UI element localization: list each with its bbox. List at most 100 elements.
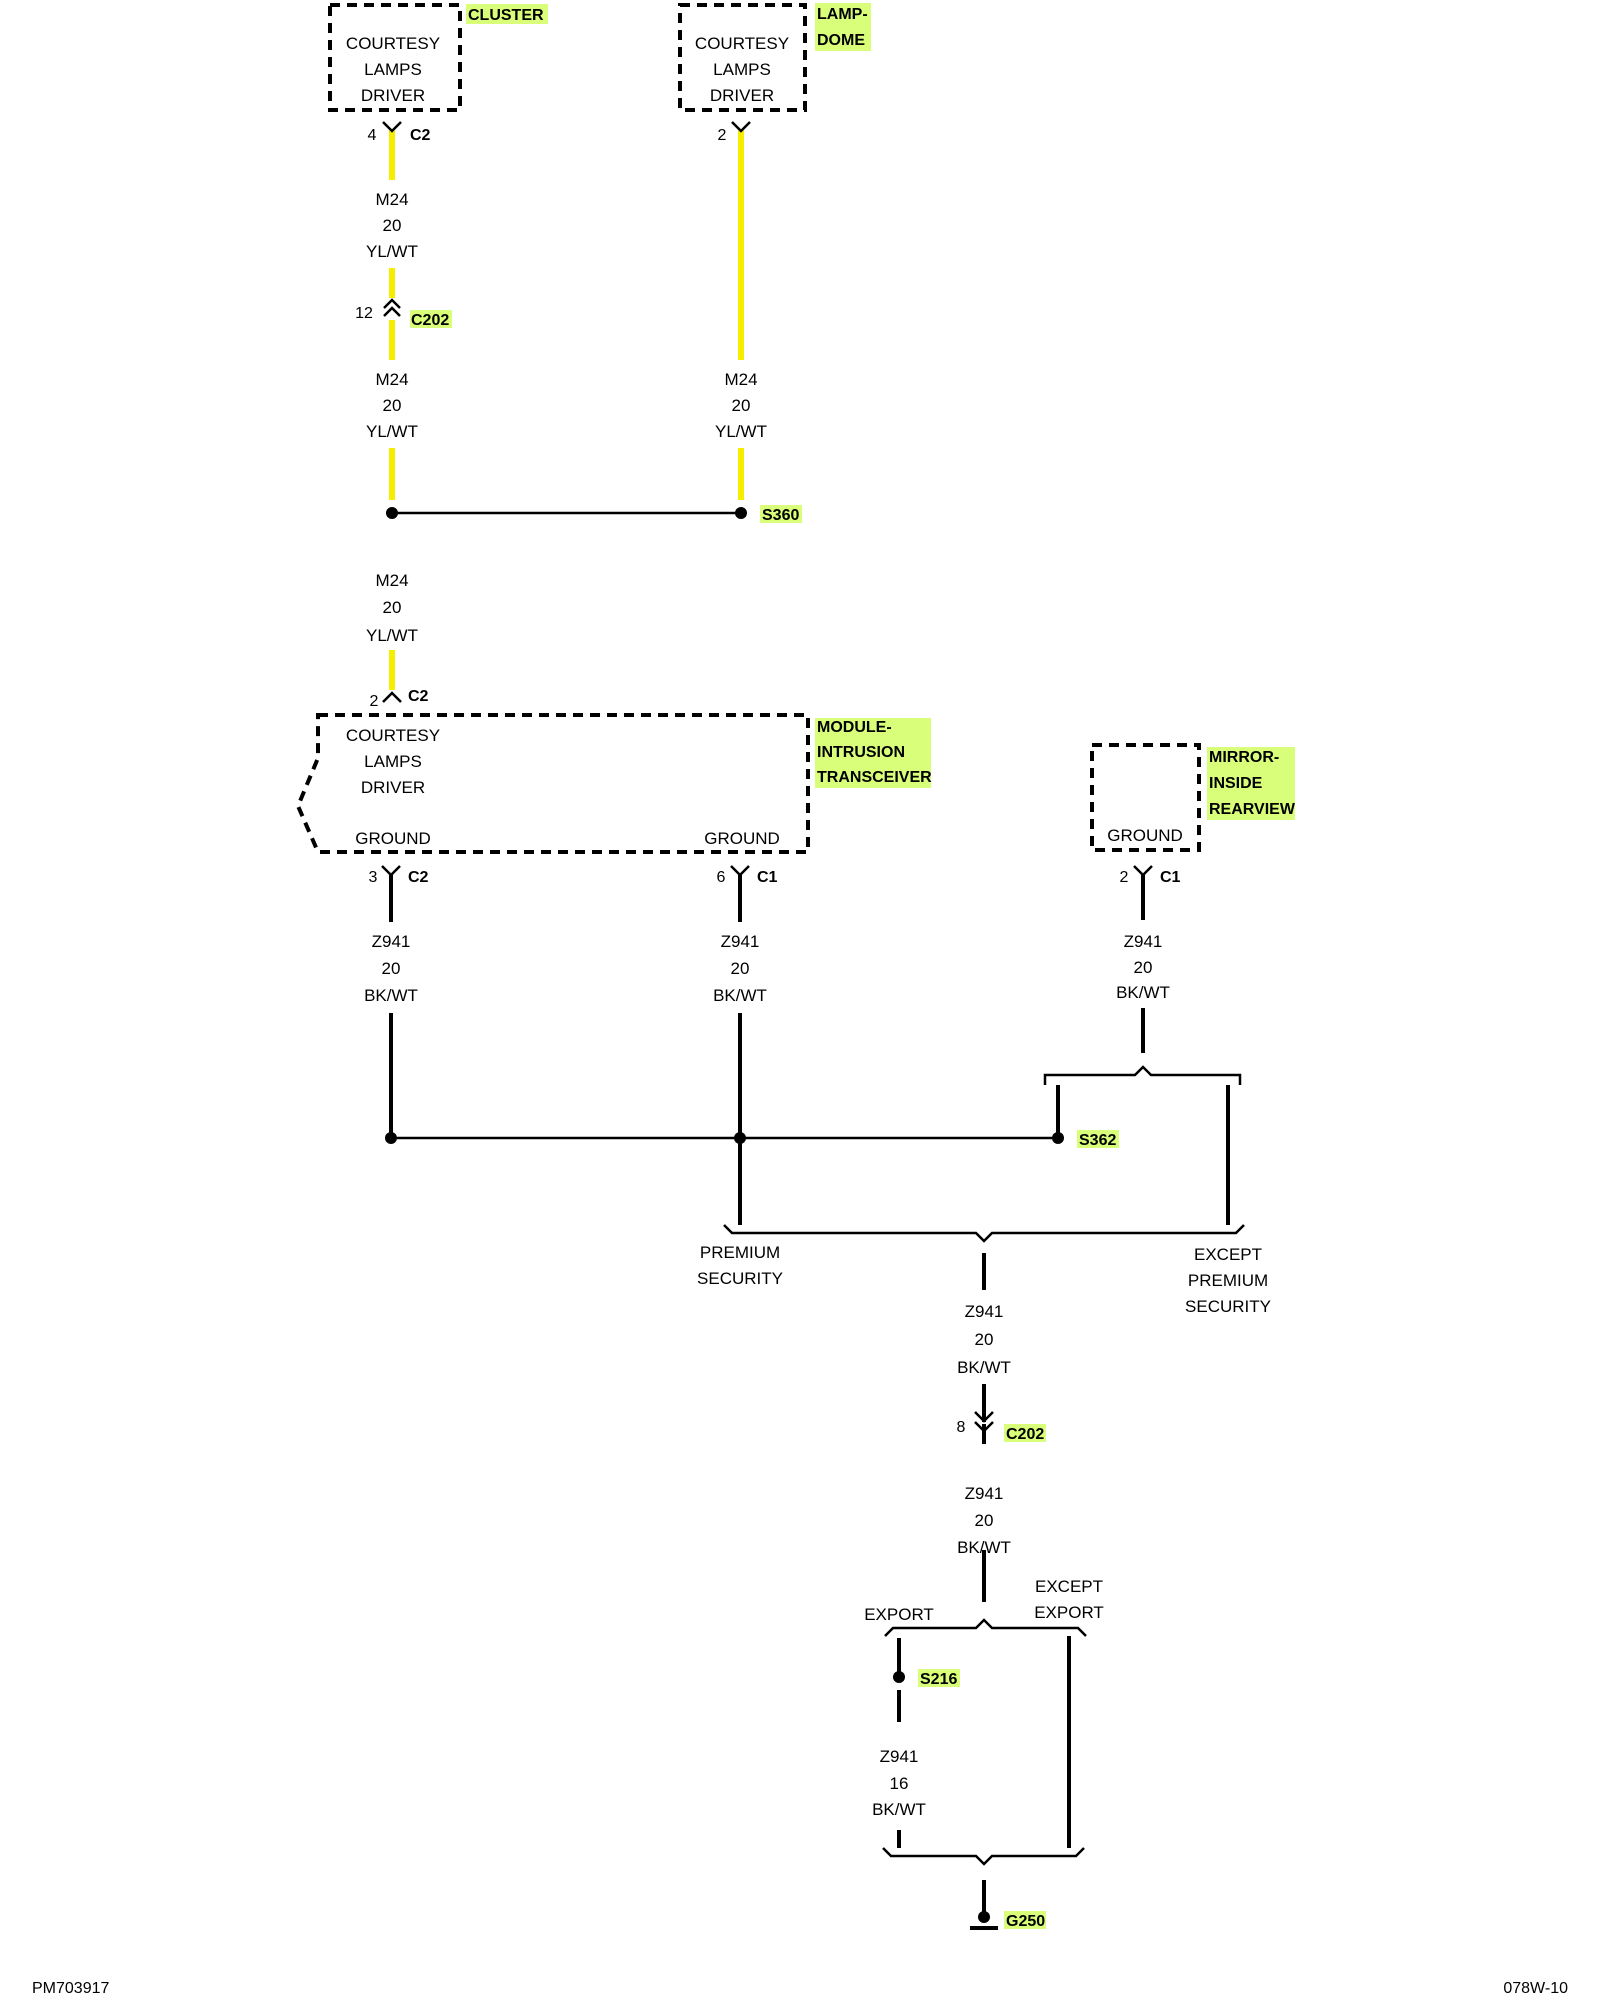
cluster-label-2: LAMPS: [364, 60, 422, 79]
wire-color: YL/WT: [366, 626, 418, 645]
z941-circuit[interactable]: [389, 875, 1230, 1918]
splice-dot: [385, 1132, 397, 1144]
mirror-name-1: MIRROR-: [1209, 749, 1279, 766]
mirror-connector: C1: [1160, 869, 1181, 886]
mirror-name-3: REARVIEW: [1209, 801, 1296, 818]
mirror-ground: GROUND: [1107, 826, 1183, 845]
wire-color: BK/WT: [713, 986, 767, 1005]
module-intrusion-component[interactable]: COURTESY LAMPS DRIVER GROUND GROUND MODU…: [295, 713, 932, 854]
m24-label-d: M24 20 YL/WT: [366, 571, 418, 645]
wire-gauge: 20: [731, 959, 750, 978]
wire-color: BK/WT: [872, 1800, 926, 1819]
except-line-3: SECURITY: [1185, 1297, 1271, 1316]
wire-circuit: Z941: [880, 1747, 919, 1766]
module-label-3: DRIVER: [361, 778, 425, 797]
z941-label-a: Z941 20 BK/WT: [364, 932, 418, 1005]
mirror-name-highlight: [1207, 747, 1295, 820]
wire-gauge: 20: [383, 396, 402, 415]
z941-label-e: Z941 20 BK/WT: [957, 1484, 1011, 1557]
wire-color: BK/WT: [1116, 983, 1170, 1002]
cluster-label-3: DRIVER: [361, 86, 425, 105]
pin-female-icon: [382, 121, 402, 133]
connector-arrow-icon: [974, 1421, 994, 1433]
except-export-line-2: EXPORT: [1034, 1603, 1104, 1622]
wire-circuit: Z941: [372, 932, 411, 951]
s360-label: S360: [762, 507, 799, 524]
cluster-component[interactable]: COURTESY LAMPS DRIVER CLUSTER: [328, 3, 548, 112]
s362-highlight: [1077, 1130, 1119, 1148]
wire-color: BK/WT: [364, 986, 418, 1005]
module-g2-connector: C1: [757, 869, 778, 886]
mirror-pin-number: 2: [1120, 869, 1129, 886]
lamp-dome-box: [678, 3, 807, 112]
ground-dot: [978, 1911, 990, 1923]
cluster-label-1: COURTESY: [346, 34, 440, 53]
module-top-pin: 2 C2: [370, 688, 429, 710]
page-code: 078W-10: [1503, 1980, 1568, 1997]
lamp-dome-component[interactable]: COURTESY LAMPS DRIVER LAMP- DOME: [678, 3, 871, 112]
splice-dot: [386, 507, 398, 519]
premium-security-label: PREMIUM SECURITY: [697, 1243, 783, 1288]
mirror-component[interactable]: GROUND MIRROR- INSIDE REARVIEW: [1090, 743, 1296, 852]
lamp-dome-pin: 2: [718, 121, 751, 144]
s360-splice[interactable]: S360: [386, 505, 802, 524]
wire-circuit: Z941: [721, 932, 760, 951]
c202-top-connector[interactable]: 12 C202: [355, 298, 452, 329]
splice-dot: [893, 1671, 905, 1683]
cluster-pin: 4 C2: [368, 121, 431, 144]
g250-label: G250: [1006, 1913, 1045, 1930]
wire-gauge: 20: [1134, 958, 1153, 977]
mirror-pin: 2 C1: [1120, 865, 1181, 886]
wire-circuit: M24: [375, 571, 408, 590]
mirror-box: [1090, 743, 1201, 852]
z941-label-b: Z941 20 BK/WT: [713, 932, 767, 1005]
c202-bottom-highlight: [1004, 1424, 1046, 1442]
export-label: EXPORT: [864, 1605, 934, 1624]
wire-gauge: 20: [383, 216, 402, 235]
m24-label-c: M24 20 YL/WT: [715, 370, 767, 441]
s216-splice[interactable]: S216: [893, 1669, 960, 1688]
pin-male-icon: [382, 691, 402, 703]
except-line-2: PREMIUM: [1188, 1271, 1268, 1290]
z941-label-d: Z941 20 BK/WT: [957, 1302, 1011, 1377]
module-name-2: INTRUSION: [817, 744, 905, 761]
module-ground-right: GROUND: [704, 829, 780, 848]
module-name-3: TRANSCEIVER: [817, 769, 932, 786]
wire-color: YL/WT: [366, 242, 418, 261]
module-label-2: LAMPS: [364, 752, 422, 771]
diagram-id: PM703917: [32, 1980, 109, 1997]
c202-bottom-connector[interactable]: 8 C202: [957, 1384, 1046, 1443]
lamp-dome-name-2: DOME: [817, 32, 865, 49]
security-option-brace: [723, 1224, 1245, 1243]
m24-label-a: M24 20 YL/WT: [366, 190, 418, 261]
lamp-dome-name-1: LAMP-: [817, 6, 868, 23]
z941-label-c: Z941 20 BK/WT: [1116, 932, 1170, 1002]
lamp-dome-label-1: COURTESY: [695, 34, 789, 53]
except-export-line-1: EXCEPT: [1035, 1577, 1103, 1596]
wire-circuit: Z941: [965, 1484, 1004, 1503]
except-premium-security-label: EXCEPT PREMIUM SECURITY: [1185, 1245, 1271, 1316]
m24-circuit[interactable]: [389, 130, 744, 690]
c202-top-highlight: [410, 310, 452, 328]
wire-circuit: M24: [375, 370, 408, 389]
c202-bottom-name: C202: [1006, 1426, 1044, 1443]
pin-female-icon: [730, 865, 750, 877]
cluster-pin-number: 4: [368, 127, 377, 144]
wire-circuit: M24: [375, 190, 408, 209]
wire-gauge: 20: [382, 959, 401, 978]
wire-circuit: M24: [724, 370, 757, 389]
mirror-option-brace: [1043, 1065, 1242, 1085]
cluster-box: [328, 3, 462, 112]
except-line-1: EXCEPT: [1194, 1245, 1262, 1264]
wire-color: BK/WT: [957, 1358, 1011, 1377]
s362-splice[interactable]: S362: [385, 1130, 1119, 1149]
module-g1-pin: 3: [369, 869, 378, 886]
g250-highlight: [1004, 1911, 1046, 1929]
m24-label-b: M24 20 YL/WT: [366, 370, 418, 441]
splice-dot: [734, 1132, 746, 1144]
connector-arrow-icon: [383, 298, 401, 309]
module-g2-pin: 6: [717, 869, 726, 886]
wire-circuit: Z941: [965, 1302, 1004, 1321]
g250-ground[interactable]: G250: [970, 1911, 1046, 1930]
